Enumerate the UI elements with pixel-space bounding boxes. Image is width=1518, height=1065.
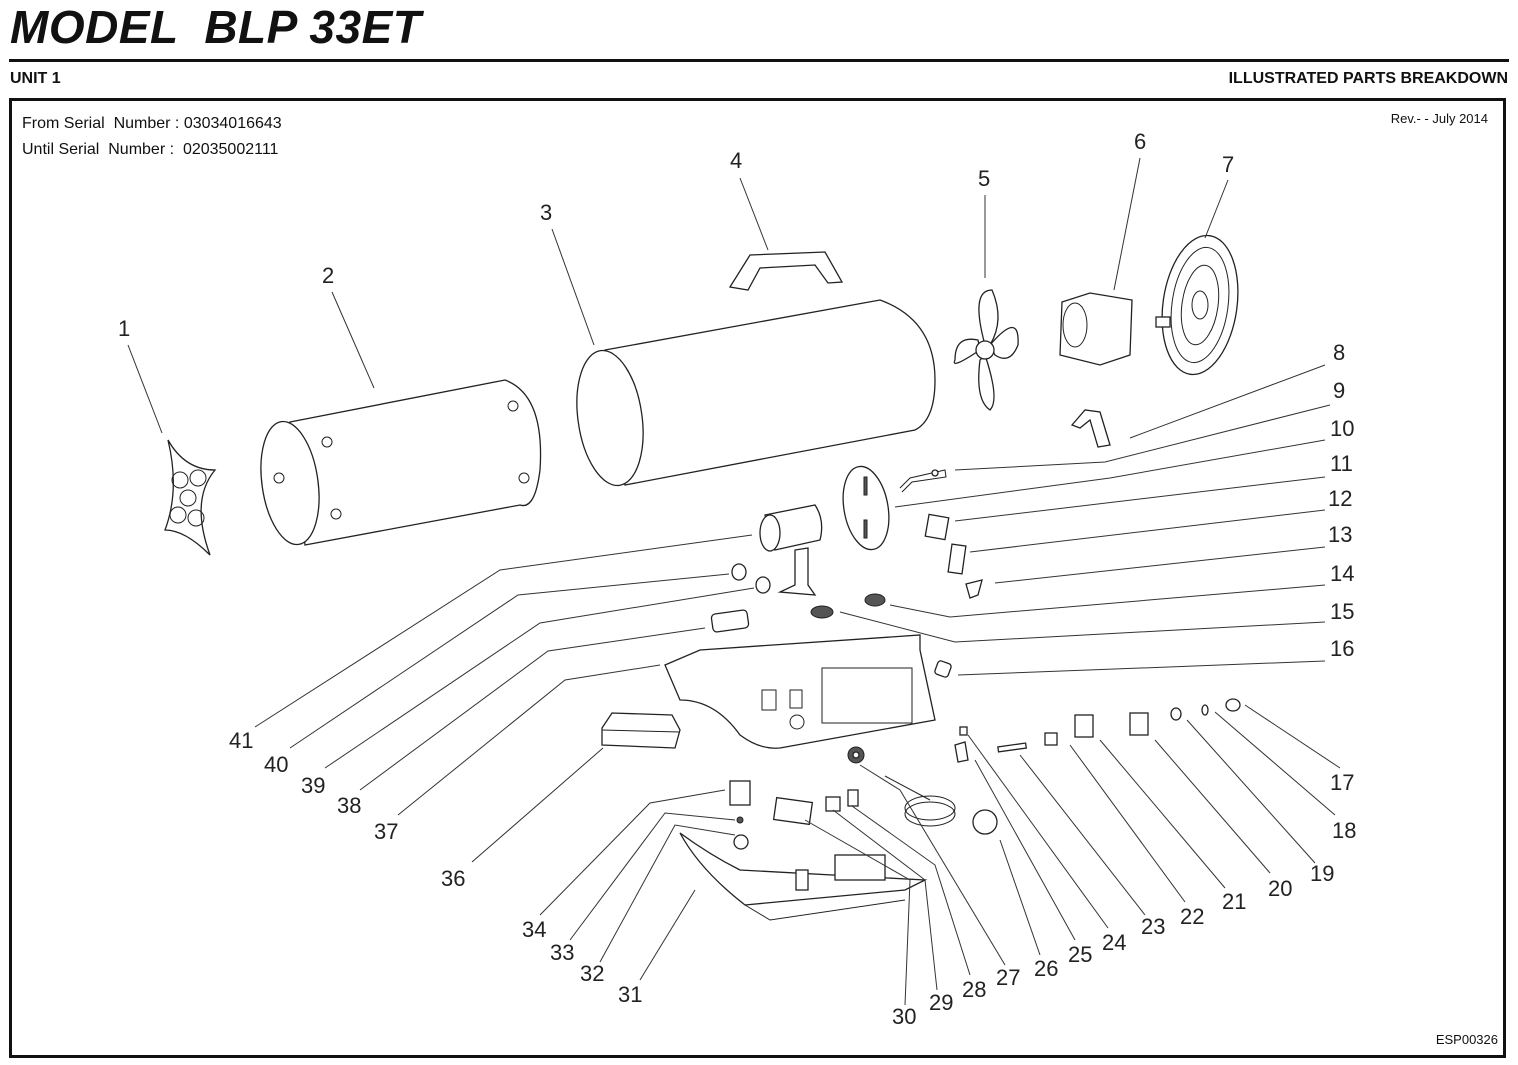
part-26-power-cord [884,775,998,835]
callout-9: 9 [1333,378,1345,403]
part-37-control-panel-housing [664,634,936,749]
callout-6: 6 [1134,129,1146,154]
part-22-connector [1044,732,1058,746]
callout-13: 13 [1328,522,1352,547]
callout-18: 18 [1332,818,1356,843]
callout-5: 5 [978,166,990,191]
callout-4: 4 [730,148,742,173]
callout-12: 12 [1328,486,1352,511]
callout-32: 32 [580,961,604,986]
callout-24: 24 [1102,930,1126,955]
callout-31: 31 [618,982,642,1007]
part-28-switch [847,789,859,807]
callout-29: 29 [929,990,953,1015]
callout-2: 2 [322,263,334,288]
part-21-solenoid-valve [1074,714,1094,738]
callout-1: 1 [118,316,130,341]
part-16-bushing [934,660,952,678]
leader-lines [127,157,1341,1006]
callout-40: 40 [264,752,288,777]
header-rule [9,59,1509,62]
part-19-nut [1170,707,1182,721]
callout-3: 3 [540,200,552,225]
part-8-bracket [1070,409,1111,448]
part-31-base-tray [679,832,928,921]
callout-37: 37 [374,819,398,844]
callout-41: 41 [229,728,253,753]
part-40-grommet [731,563,747,581]
callout-17: 17 [1330,770,1354,795]
part-30-thermostat [772,796,814,826]
part-32-indicator [733,834,749,850]
part-20-solenoid-valve [1129,712,1149,736]
part-3-outer-cylinder [576,299,936,487]
callout-14: 14 [1330,561,1354,586]
callout-36: 36 [441,866,465,891]
callout-7: 7 [1222,152,1234,177]
callout-30: 30 [892,1004,916,1029]
callout-26: 26 [1034,956,1058,981]
callout-39: 39 [301,773,325,798]
part-25-elbow [954,741,969,763]
part-9-electrode [899,469,947,493]
part-36-ignition-transformer [601,712,681,749]
part-1-rear-guard [164,439,217,556]
section-title: ILLUSTRATED PARTS BREAKDOWN [1228,70,1508,87]
unit-label: UNIT 1 [10,70,61,87]
part-5-fan-blade [953,289,1019,411]
from-serial-number: From Serial Number : 03034016643 [22,115,282,132]
part-6-motor [1059,292,1133,366]
revision-label: Rev.- - July 2014 [1390,111,1488,126]
part-29-connector [825,796,841,812]
part-10-burner-disc [842,465,890,551]
callout-19: 19 [1310,861,1334,886]
callout-38: 38 [337,793,361,818]
part-11-relay [924,513,950,541]
part-41-burner-head [759,504,823,596]
part-12-terminal [947,543,967,575]
document-id: ESP00326 [1435,1032,1498,1047]
callout-22: 22 [1180,904,1204,929]
callout-23: 23 [1141,914,1165,939]
part-13-clip [965,579,983,599]
model-title: MODEL BLP 33ET [10,1,422,53]
part-18-washer [1201,704,1209,716]
callout-25: 25 [1068,942,1092,967]
callout-15: 15 [1330,599,1354,624]
callout-28: 28 [962,977,986,1002]
part-39-grommet [755,576,771,594]
part-4-handle [728,251,844,291]
callout-21: 21 [1222,889,1246,914]
part-2-inner-cylinder [260,379,542,546]
part-23-pipe [997,742,1028,753]
callout-33: 33 [550,940,574,965]
callout-8: 8 [1333,340,1345,365]
callout-34: 34 [522,917,546,942]
part-14-grommet [864,593,886,607]
callout-20: 20 [1268,876,1292,901]
callout-11: 11 [1330,451,1353,476]
callout-16: 16 [1330,636,1354,661]
part-27-grommet [847,746,865,764]
callout-numbers: 1 2 3 4 5 6 7 8 9 10 11 12 13 14 15 16 1… [118,129,1356,1029]
part-15-grommet [810,605,834,619]
diagram-frame [9,98,1506,1058]
callout-10: 10 [1330,416,1354,441]
part-24-nipple [959,726,968,736]
part-38-capacitor [710,609,750,633]
part-33-screw [736,816,744,824]
callout-27: 27 [996,965,1020,990]
part-7-fan-guard [1155,234,1239,376]
part-34-rocker-switch [729,780,751,806]
until-serial-number: Until Serial Number : 02035002111 [22,141,279,158]
part-17-fitting [1225,698,1241,712]
